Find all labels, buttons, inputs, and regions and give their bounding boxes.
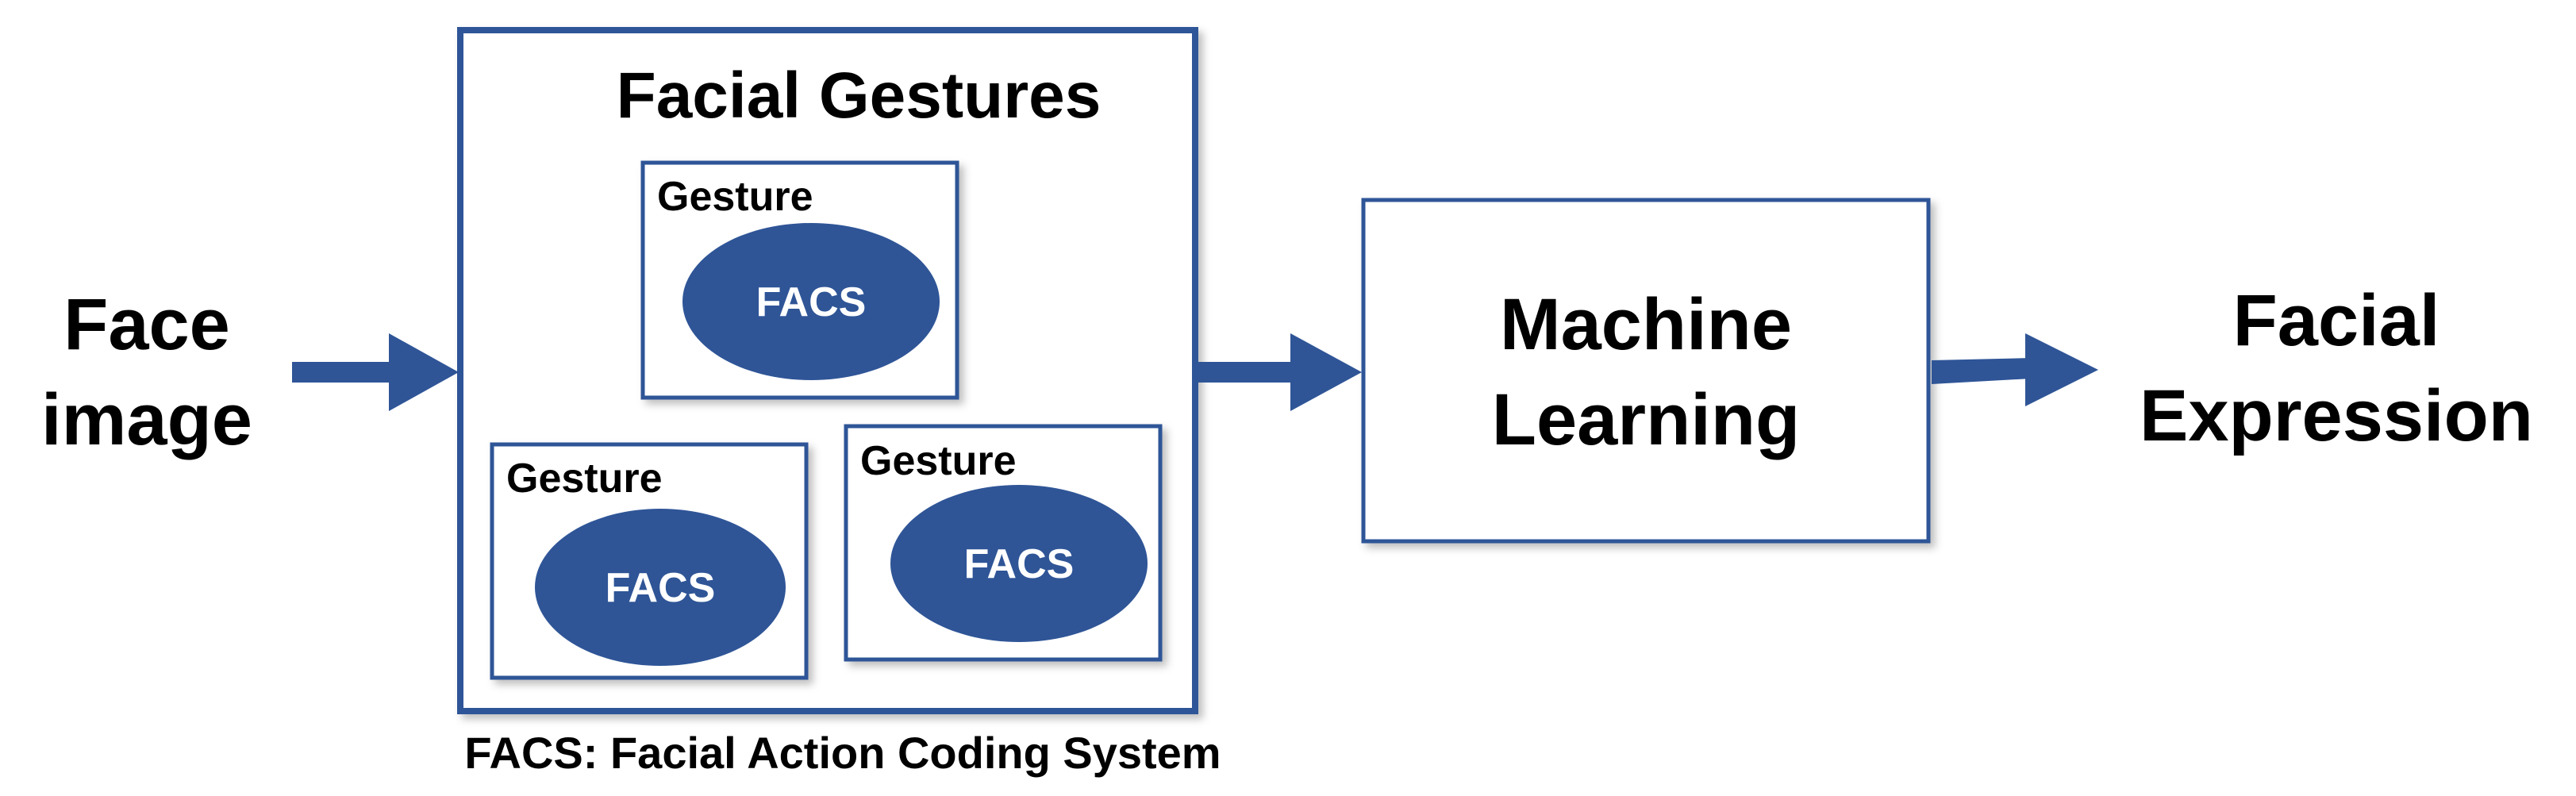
output-label-line1: Facial: [2233, 280, 2440, 361]
machine-learning-label-line1: Machine: [1500, 284, 1792, 365]
gesture-box-top: Gesture FACS: [640, 160, 959, 400]
arrow-ml-to-output: [1932, 333, 2098, 406]
facs-ellipse-label: FACS: [964, 541, 1075, 587]
gesture-label: Gesture: [506, 456, 663, 502]
output-label-line2: Expression: [2140, 375, 2533, 456]
input-label-line2: image: [41, 379, 252, 460]
machine-learning-box: [1361, 198, 1931, 544]
facs-footnote: FACS: Facial Action Coding System: [464, 728, 1221, 778]
facs-ellipse-label: FACS: [606, 565, 716, 611]
facs-ellipse: [682, 223, 940, 380]
gesture-box-bottom-left: Gesture FACS: [490, 442, 809, 680]
facs-ellipse: [535, 509, 786, 666]
arrow-gestures-to-ml: [1198, 333, 1362, 411]
facs-ellipse-label: FACS: [756, 279, 867, 325]
input-label-line1: Face: [63, 284, 230, 365]
facs-ellipse: [890, 485, 1148, 642]
arrow-input-to-gestures: [292, 333, 459, 411]
gesture-label: Gesture: [860, 438, 1017, 484]
gesture-label: Gesture: [657, 174, 813, 220]
facial-gestures-title: Facial Gestures: [617, 60, 1102, 132]
machine-learning-label-line2: Learning: [1492, 379, 1800, 460]
gesture-box-bottom-right: Gesture FACS: [844, 424, 1163, 662]
